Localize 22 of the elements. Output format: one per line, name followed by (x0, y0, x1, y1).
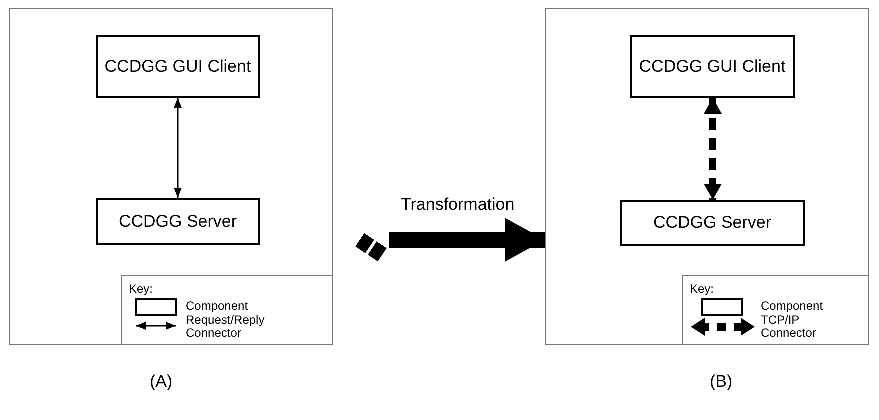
legend-label: Component (761, 300, 824, 313)
double-arrow (174, 98, 182, 198)
key-panel (121, 275, 333, 345)
key-panel (682, 275, 869, 345)
component-box (96, 35, 260, 98)
component-box (620, 200, 805, 246)
dashed-double-arrow (704, 98, 722, 200)
component-box (96, 198, 260, 245)
legend-label: Component (186, 300, 250, 313)
key-title: Key: (690, 282, 714, 296)
component-label: CCDGG GUI Client (104, 56, 252, 78)
diagram-panel (9, 8, 333, 345)
key-title: Key: (129, 282, 154, 296)
panel-caption: (A) (150, 372, 173, 392)
component-label: CCDGG Server (118, 210, 238, 232)
legend-label: TCP/IP Connector (761, 314, 818, 340)
component-box (630, 35, 795, 98)
diagram-panel (545, 8, 869, 345)
component-label: CCDGG GUI Client (639, 56, 786, 78)
legend-label: Request/Reply Connector (186, 314, 266, 340)
panel-caption: (B) (710, 372, 733, 392)
component-label: CCDGG Server (653, 212, 772, 234)
